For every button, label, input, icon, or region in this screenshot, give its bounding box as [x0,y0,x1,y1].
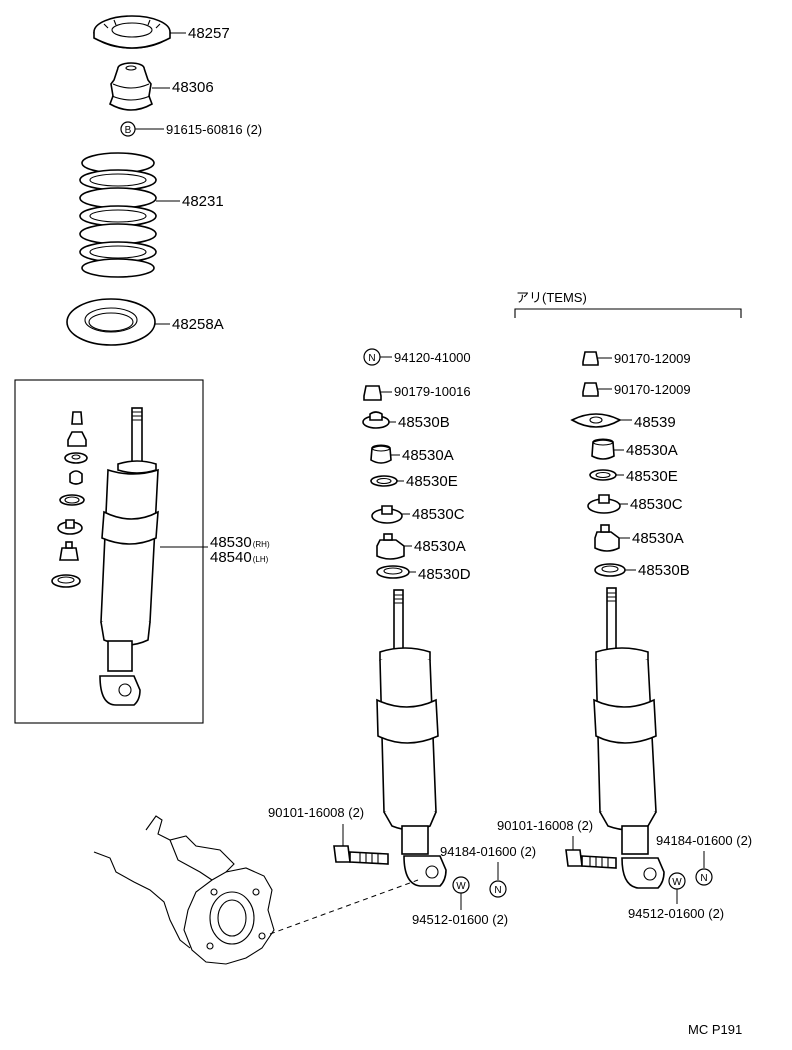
shock-absorber-assembled [99,407,159,706]
mid-48530B [362,411,390,429]
mid-48530A-lower [376,533,405,560]
b-marker-icon: B [120,121,136,137]
assembly-box [14,379,204,724]
label-right-48530C: 48530C [630,496,683,513]
label-right-48539: 48539 [634,414,676,431]
n-marker-icon: N [695,868,713,886]
part-48258A-insulator [66,298,156,346]
label-48257: 48257 [188,25,230,42]
label-48540: 48540(LH) [210,549,269,566]
mid-48530C [371,505,403,524]
right-48530A-lower [594,524,620,552]
label-right-90170-12009-a: 90170-12009 [614,351,691,366]
label-right-washer: 94512-01600 (2) [628,906,724,921]
label-mid-nut: 94184-01600 (2) [440,844,536,859]
shock-absorber-right [593,587,665,889]
label-right-bolt: 90101-16008 (2) [497,818,593,833]
right-48530B [594,563,626,577]
label-right-48530A-lower: 48530A [632,530,684,547]
part-48257-insulator [93,15,171,49]
n-marker-icon: N [363,348,381,366]
right-48530E [589,469,617,481]
label-mid-washer: 94512-01600 (2) [412,912,508,927]
right-48539-bracket [570,413,622,428]
svg-text:B: B [125,125,132,136]
label-mid-48530A-upper: 48530A [402,447,454,464]
label-right-48530B: 48530B [638,562,690,579]
label-mid-48530D: 48530D [418,566,471,583]
svg-text:W: W [456,881,466,892]
mid-bolt [333,845,389,865]
svg-text:W: W [672,877,682,888]
svg-text:N: N [494,885,501,896]
dashed-connector [269,879,419,935]
label-48231: 48231 [182,193,224,210]
right-nut-2 [582,382,599,397]
shock-absorber-middle [376,589,447,887]
right-48530C [587,494,621,514]
label-right-48530A-upper: 48530A [626,442,678,459]
svg-text:N: N [700,873,707,884]
mid-48530A-upper [370,444,392,464]
right-48530A-upper [591,438,615,460]
mid-48530D [376,565,410,579]
label-mid-48530C: 48530C [412,506,465,523]
label-48530: 48530(RH) [210,534,270,551]
label-right-nut: 94184-01600 (2) [656,833,752,848]
label-right-48530E: 48530E [626,468,678,485]
label-mid-48530A-lower: 48530A [414,538,466,555]
label-mid-48530B: 48530B [398,414,450,431]
label-48306: 48306 [172,79,214,96]
label-mid-48530E: 48530E [406,473,458,490]
mount-parts-stack [51,411,88,588]
part-48231-coil-spring [79,152,157,278]
mid-nut [363,385,382,401]
tems-header: アリ(TEMS) [516,290,587,305]
axle-housing [93,815,275,965]
right-bolt [565,849,617,869]
svg-text:N: N [368,353,375,364]
n-marker-icon: N [489,880,507,898]
label-mid-bolt: 90101-16008 (2) [268,805,364,820]
footer-code: MC P191 [688,1022,742,1037]
part-48306-bumper [109,62,153,111]
label-right-90170-12009-b: 90170-12009 [614,382,691,397]
label-91615-60816: 91615-60816 (2) [166,122,262,137]
label-90179-10016: 90179-10016 [394,384,471,399]
label-94120-41000: 94120-41000 [394,350,471,365]
mid-48530E [370,475,398,487]
right-nut-1 [582,351,599,366]
tems-bracket [514,308,742,318]
w-marker-icon: W [668,872,686,890]
label-48258A: 48258A [172,316,224,333]
w-marker-icon: W [452,876,470,894]
